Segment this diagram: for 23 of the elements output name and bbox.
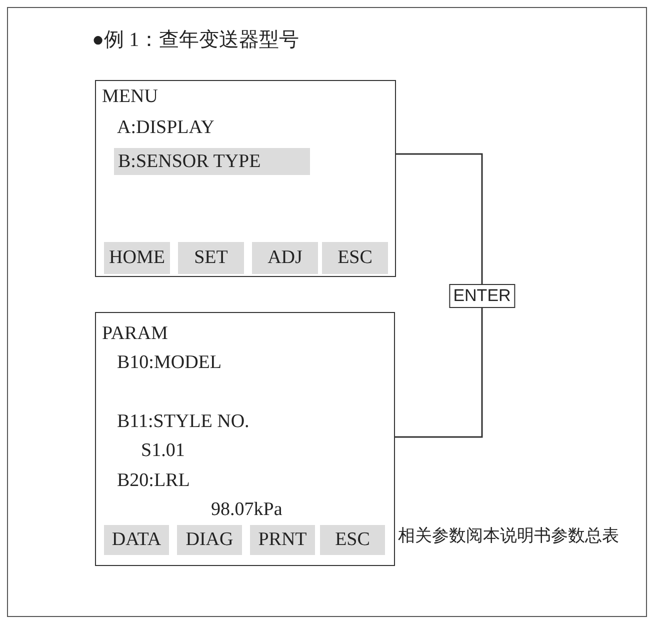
display-screen (95, 80, 396, 277)
screen-text: B20:LRL (117, 470, 190, 492)
key-label: ENTER (449, 284, 515, 308)
screen-text: B10:MODEL (117, 352, 222, 374)
note-text: 相关参数阅本说明书参数总表 (398, 525, 619, 547)
softkey-label: ADJ (252, 242, 318, 274)
display-screen (95, 312, 395, 566)
softkey-label: ESC (322, 242, 388, 274)
screen-text: A:DISPLAY (117, 117, 214, 139)
screen-text: 98.07kPa (211, 499, 282, 521)
title: ●例 1：查年变送器型号 (92, 28, 300, 53)
screen-text: B11:STYLE NO. (117, 411, 250, 433)
softkey-label: SET (178, 242, 244, 274)
softkey-label: DIAG (177, 525, 242, 555)
screen-text: PARAM (102, 323, 168, 345)
softkey-label: DATA (104, 525, 169, 555)
screen-text: MENU (102, 86, 158, 108)
connector-line (395, 153, 483, 438)
screen-text: S1.01 (141, 440, 185, 462)
softkey-label: PRNT (250, 525, 315, 555)
highlighted-menu-item: B:SENSOR TYPE (114, 148, 310, 175)
softkey-label: ESC (320, 525, 385, 555)
softkey-label: HOME (104, 242, 170, 274)
